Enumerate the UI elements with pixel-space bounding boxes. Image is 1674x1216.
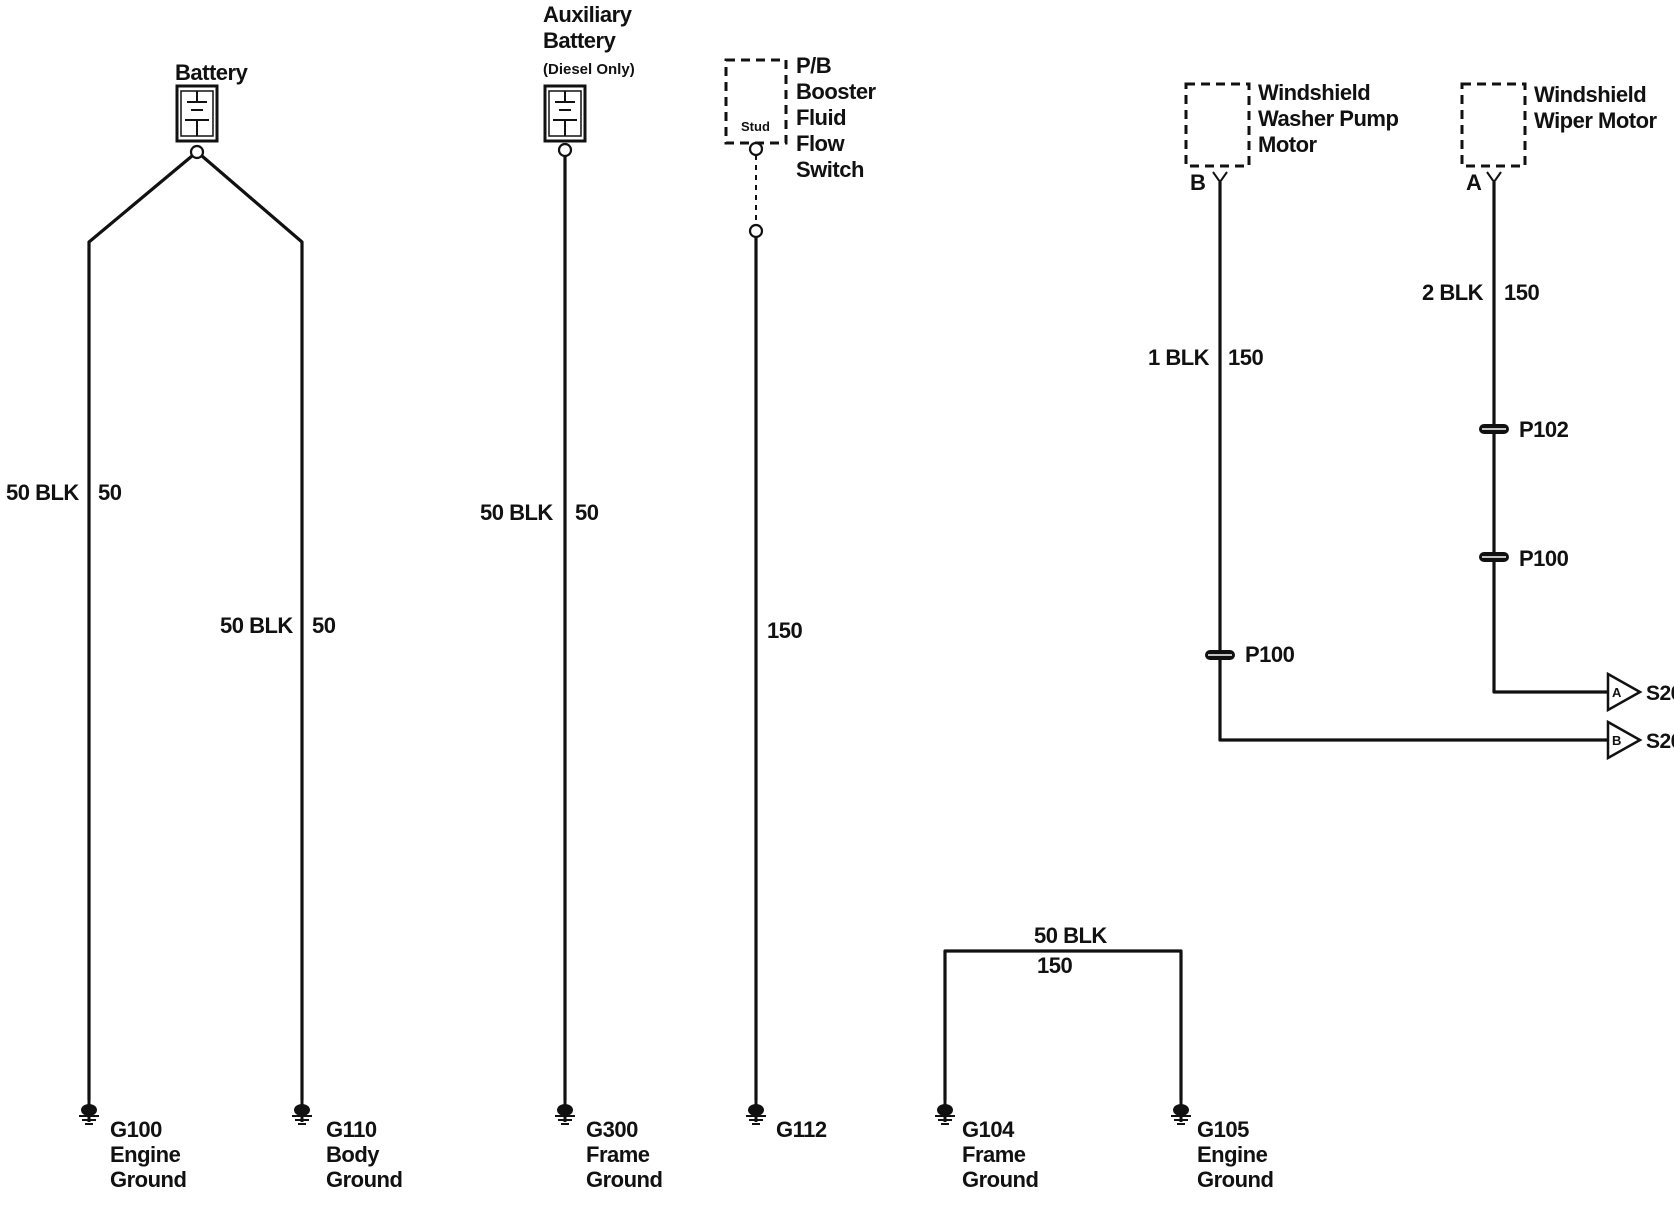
aux-battery-terminal xyxy=(557,142,573,158)
aux-battery-note: (Diesel Only) xyxy=(543,61,635,78)
ground-g104-line2: Ground xyxy=(962,1167,1038,1192)
washer-motor-terminal-icon xyxy=(1212,171,1228,184)
ground-g112-icon xyxy=(744,1098,768,1126)
ground-g105-id: G105 xyxy=(1197,1117,1249,1142)
washer-motor-label-2: Washer Pump xyxy=(1258,106,1398,131)
splice-b-flag-icon xyxy=(1606,719,1643,761)
ground-g105-line2: Ground xyxy=(1197,1167,1273,1192)
washer-motor-terminal-label: B xyxy=(1190,170,1205,195)
splice-b-label: S201 xyxy=(1646,730,1674,753)
ground-g110-id: G110 xyxy=(326,1117,377,1142)
wiper-motor-terminal-label: A xyxy=(1466,170,1482,195)
wire-g104-g105-size: 50 BLK xyxy=(1034,923,1107,948)
pb-switch-stud-label: Stud xyxy=(741,119,770,134)
ground-g300-line2: Ground xyxy=(586,1167,662,1192)
pb-switch-label-3: Fluid xyxy=(796,105,846,130)
ground-g105-line1: Engine xyxy=(1197,1142,1268,1167)
ground-g100-id: G100 xyxy=(110,1117,162,1142)
ground-g104: G104 Frame Ground xyxy=(933,1098,1039,1192)
splice-a-label: S201 xyxy=(1646,682,1674,705)
wiper-motor-box xyxy=(1460,82,1527,168)
ground-g300-id: G300 xyxy=(586,1117,638,1142)
pb-booster-switch: Stud P/B Booster Fluid Flow Switch xyxy=(724,53,877,182)
ground-g104-icon xyxy=(933,1098,957,1126)
ground-g300: G300 Frame Ground xyxy=(553,1098,663,1192)
washer-motor-box xyxy=(1184,82,1251,168)
wire-g104-g105 xyxy=(943,949,1183,1100)
pb-switch-label-1: P/B xyxy=(796,53,831,78)
ground-g100-line2: Ground xyxy=(110,1167,186,1192)
washer-motor-label-3: Motor xyxy=(1258,132,1318,157)
battery-label: Battery xyxy=(175,60,249,85)
wire-wiper-s201 xyxy=(1492,182,1608,694)
ground-g110-icon xyxy=(290,1098,314,1126)
wire-washer-circuit: 150 xyxy=(1228,345,1263,370)
wiper-motor-terminal-icon xyxy=(1486,171,1502,184)
wiper-motor-label-1: Windshield xyxy=(1534,82,1646,107)
aux-battery-label-2: Battery xyxy=(543,28,617,53)
wiper-p100-label: P100 xyxy=(1519,546,1569,571)
pb-switch-label-2: Booster xyxy=(796,79,877,104)
splice-a-pin: A xyxy=(1612,685,1622,700)
ground-g100-icon xyxy=(77,1098,101,1126)
aux-battery: Auxiliary Battery (Diesel Only) xyxy=(543,2,635,158)
aux-battery-label-1: Auxiliary xyxy=(543,2,633,27)
ground-g110: G110 Body Ground xyxy=(290,1098,403,1192)
splice-b-pin: B xyxy=(1612,733,1621,748)
wiper-p102-connector-icon xyxy=(1478,423,1510,435)
ground-g112-id: G112 xyxy=(776,1117,827,1142)
wire-battery-g110-size: 50 BLK xyxy=(220,613,293,638)
battery-icon xyxy=(175,84,219,143)
wiper-motor-label-2: Wiper Motor xyxy=(1534,108,1658,133)
battery: Battery xyxy=(175,60,249,160)
pb-switch-label-5: Switch xyxy=(796,157,864,182)
ground-g104-line1: Frame xyxy=(962,1142,1026,1167)
wire-wiper-circuit: 150 xyxy=(1504,280,1539,305)
wire-battery-g100-size: 50 BLK xyxy=(6,480,79,505)
wire-battery-g100 xyxy=(87,154,194,1100)
wire-washer-size: 1 BLK xyxy=(1148,345,1210,370)
splice-a-flag-icon xyxy=(1606,671,1643,713)
ground-g105-icon xyxy=(1169,1098,1193,1126)
wiper-p100-connector-icon xyxy=(1478,551,1510,563)
pb-switch-label-4: Flow xyxy=(796,131,845,156)
wire-washer-s201 xyxy=(1218,182,1608,742)
ground-g105: G105 Engine Ground xyxy=(1169,1098,1274,1192)
wire-battery-g100-circuit: 50 xyxy=(98,480,122,505)
ground-g112: G112 xyxy=(744,1098,827,1142)
washer-p100-label: P100 xyxy=(1245,642,1295,667)
ground-g104-id: G104 xyxy=(962,1117,1015,1142)
wire-pb-switch-circuit: 150 xyxy=(767,618,802,643)
washer-p100-connector-icon xyxy=(1204,649,1236,661)
washer-motor-label-1: Windshield xyxy=(1258,80,1370,105)
ground-g110-line2: Ground xyxy=(326,1167,402,1192)
ground-g110-line1: Body xyxy=(326,1142,380,1167)
wire-wiper-size: 2 BLK xyxy=(1422,280,1484,305)
aux-battery-icon xyxy=(543,84,587,143)
splice-s201-a: A S201 xyxy=(1606,671,1674,713)
wiper-motor: Windshield Wiper Motor A xyxy=(1460,82,1658,195)
ground-g100-line1: Engine xyxy=(110,1142,181,1167)
wire-aux-battery-circuit: 50 xyxy=(575,500,599,525)
pb-switch-stud xyxy=(748,141,764,157)
washer-pump-motor: Windshield Washer Pump Motor B xyxy=(1184,80,1399,195)
splice-s201-b: B S201 xyxy=(1606,719,1674,761)
battery-terminal xyxy=(189,144,205,160)
ground-g300-line1: Frame xyxy=(586,1142,650,1167)
wire-battery-g110-circuit: 50 xyxy=(312,613,336,638)
wiper-p102-label: P102 xyxy=(1519,417,1569,442)
wire-g104-g105-circuit: 150 xyxy=(1037,953,1072,978)
ground-g300-icon xyxy=(553,1098,577,1126)
wire-aux-battery-size: 50 BLK xyxy=(480,500,553,525)
wire-battery-g110 xyxy=(200,154,304,1100)
pb-switch-eyelet xyxy=(748,223,764,239)
ground-g100: G100 Engine Ground xyxy=(77,1098,187,1192)
